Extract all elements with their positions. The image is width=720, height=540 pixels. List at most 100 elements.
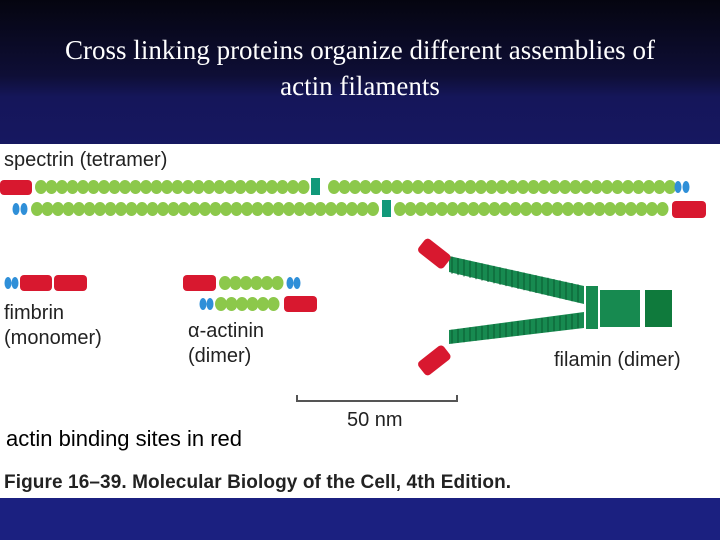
filamin-rod (600, 290, 640, 327)
actinin-label-line2: (dimer) (188, 345, 251, 367)
spectrin-repeat (622, 180, 634, 194)
spectrin-repeat (380, 180, 393, 194)
spectrin-repeat (219, 276, 231, 290)
spectrin-repeat (229, 276, 242, 290)
spectrin-repeat (267, 297, 280, 311)
spectrin-repeat (394, 202, 406, 216)
spectrin-repeat (108, 180, 121, 194)
spectrin-repeat (367, 202, 379, 216)
spectrin-repeat (236, 297, 248, 311)
spectrin-repeat (370, 180, 382, 194)
filamin-rod (586, 286, 598, 329)
spectrin-repeat (178, 202, 190, 216)
spectrin-repeat (653, 180, 666, 194)
spectrin-repeat (52, 202, 64, 216)
filamin-label: filamin (dimer) (554, 349, 681, 371)
spectrin-repeat (262, 202, 274, 216)
spectrin-repeat (412, 180, 424, 194)
spectrin-repeat (297, 180, 310, 194)
spectrin-repeat (209, 202, 222, 216)
ef-hand-domain (682, 181, 690, 193)
filamin-dimerization-domain (645, 290, 672, 327)
filamin-rod (449, 256, 584, 304)
figure-credit: Figure 16–39. Molecular Biology of the C… (4, 472, 512, 493)
fimbrin-label-line1: fimbrin (4, 302, 64, 324)
actin-binding-domain (54, 275, 87, 291)
spectrin-repeat (257, 297, 269, 311)
spectrin-repeat (593, 202, 606, 216)
spectrin-repeat (415, 202, 427, 216)
spectrin-repeat (467, 202, 480, 216)
actinin-label-line1: α-actinin (188, 320, 264, 342)
spectrin-repeat (559, 180, 571, 194)
spectrin-repeat (572, 202, 585, 216)
spectrin-repeat (136, 202, 148, 216)
spectrin-repeat (656, 202, 669, 216)
spectrin-repeat (199, 202, 211, 216)
spectrin-repeat (293, 202, 306, 216)
spectrin-repeat (304, 202, 316, 216)
spectrin-repeat (241, 202, 253, 216)
spectrin-repeat (213, 180, 226, 194)
spectrin-repeat (224, 180, 236, 194)
spectrin-repeat (496, 180, 508, 194)
spectrin-repeat (443, 180, 456, 194)
spectrin-repeat (506, 180, 519, 194)
spectrin-repeat (478, 202, 490, 216)
spectrin-repeat (643, 180, 655, 194)
spectrin-repeat (436, 202, 448, 216)
ef-hand-domain (293, 277, 301, 289)
ef-hand-domain (206, 298, 214, 310)
spectrin-repeat (161, 180, 173, 194)
spectrin-repeat (115, 202, 127, 216)
spectrin-repeat (425, 202, 438, 216)
spectrin-repeat (614, 202, 627, 216)
spectrin-repeat (604, 202, 616, 216)
spectrin-repeat (94, 202, 106, 216)
actin-binding-domain (20, 275, 52, 291)
spectrin-repeat (125, 202, 138, 216)
spectrin-repeat (283, 202, 295, 216)
spectrin-repeat (454, 180, 466, 194)
spectrin-repeat (98, 180, 110, 194)
spectrin-repeat (569, 180, 582, 194)
spectrin-repeat (272, 202, 285, 216)
spectrin-repeat (66, 180, 79, 194)
spectrin-repeat (215, 297, 227, 311)
spectrin-repeat (245, 180, 257, 194)
spectrin-repeat (391, 180, 403, 194)
cross-linking-diagram: spectrin (tetramer) fimbrin (monomer) α-… (0, 149, 706, 431)
spectrin-repeat (220, 202, 232, 216)
spectrin-repeat (530, 202, 543, 216)
spectrin-repeat (140, 180, 152, 194)
actin-binding-domain (418, 238, 451, 269)
spectrin-repeat (314, 202, 327, 216)
spectrin-repeat (240, 276, 252, 290)
spectrin-repeat (225, 297, 238, 311)
spectrin-repeat (271, 276, 284, 290)
spectrin-repeat (146, 202, 159, 216)
figure-panel: spectrin (tetramer) fimbrin (monomer) α-… (0, 144, 720, 498)
spectrin-repeat (464, 180, 477, 194)
spectrin-repeat (541, 202, 553, 216)
spectrin-linker (311, 178, 320, 195)
spectrin-repeat (129, 180, 142, 194)
spectrin-repeat (548, 180, 561, 194)
spectrin-repeat (583, 202, 595, 216)
spectrin-repeat (171, 180, 184, 194)
spectrin-repeat (517, 180, 529, 194)
spectrin-repeat (664, 180, 676, 194)
filamin-rod (449, 312, 584, 344)
spectrin-repeat (590, 180, 603, 194)
spectrin-repeat (509, 202, 522, 216)
spectrin-repeat (328, 180, 340, 194)
spectrin-repeat (580, 180, 592, 194)
spectrin-repeat (520, 202, 532, 216)
spectrin-repeat (499, 202, 511, 216)
spectrin-repeat (562, 202, 574, 216)
spectrin-repeat (188, 202, 201, 216)
spectrin-repeat (234, 180, 247, 194)
ef-hand-domain (286, 277, 294, 289)
spectrin-repeat (62, 202, 75, 216)
ef-hand-domain (4, 277, 12, 289)
